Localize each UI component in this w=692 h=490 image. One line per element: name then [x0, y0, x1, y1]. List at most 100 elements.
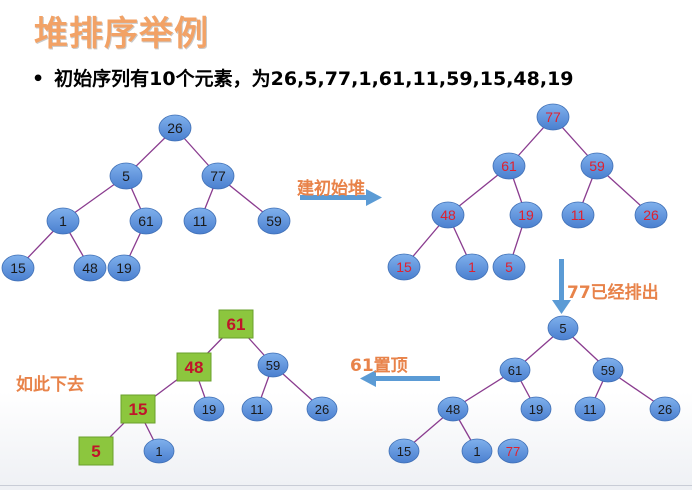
label-and-so-on: 如此下去 — [16, 375, 84, 395]
node-circle — [193, 396, 225, 422]
tree-node: 1 — [46, 207, 80, 235]
node-value: 1 — [155, 444, 162, 459]
node-circle — [257, 352, 289, 378]
tree-node: 61 — [492, 152, 526, 180]
arrow-build-heap — [300, 189, 382, 206]
node-circle — [183, 207, 217, 235]
node-value: 77 — [545, 109, 561, 125]
node-value: 61 — [138, 213, 154, 229]
tree-node: 1 — [455, 253, 489, 281]
tree-node: 26 — [306, 396, 338, 422]
node-circle — [580, 152, 614, 180]
node-circle — [455, 253, 489, 281]
node-circle — [461, 438, 493, 464]
tree-node: 26 — [158, 114, 192, 142]
node-value: 1 — [59, 213, 67, 229]
tree-node: 5 — [547, 315, 579, 341]
node-value: 5 — [122, 168, 130, 184]
tree-node: 5 — [109, 162, 143, 190]
tree-node: 5 — [492, 253, 526, 281]
node-value: 19 — [202, 402, 216, 417]
tree-node: 15 — [120, 394, 156, 424]
tree-node: 19 — [107, 254, 141, 282]
node-value: 59 — [266, 358, 280, 373]
node-value: 48 — [446, 402, 460, 417]
node-circle — [306, 396, 338, 422]
node-value: 15 — [129, 400, 148, 419]
bullet-text: • 初始序列有10个元素，为26,5,77,1,61,11,59,15,48,19 — [32, 64, 574, 91]
slide-title: 堆排序举例 — [34, 14, 209, 54]
node-value: 5 — [91, 442, 100, 461]
label-move-top: 77已经排出 — [567, 283, 659, 303]
node-circle — [46, 207, 80, 235]
highlight-box — [78, 436, 114, 466]
node-circle — [634, 201, 668, 229]
tree-node: 61 — [499, 357, 531, 383]
node-value: 26 — [315, 402, 329, 417]
node-value: 26 — [643, 207, 659, 223]
node-value: 77 — [506, 444, 520, 459]
node-circle — [143, 438, 175, 464]
tree-node: 1 — [461, 438, 493, 464]
node-value: 11 — [583, 402, 597, 417]
node-value: 15 — [397, 444, 411, 459]
node-value: 15 — [396, 259, 412, 275]
node-value: 59 — [266, 213, 282, 229]
node-value: 61 — [508, 363, 522, 378]
node-circle — [129, 207, 163, 235]
tree-node: 5 — [78, 436, 114, 466]
arrow-down — [552, 259, 571, 314]
tree-node: 19 — [509, 201, 543, 229]
node-value: 48 — [82, 260, 98, 276]
node-value: 61 — [227, 315, 246, 334]
tree-node: 11 — [183, 207, 217, 235]
node-value: 26 — [658, 402, 672, 417]
node-circle — [437, 396, 469, 422]
node-circle — [547, 315, 579, 341]
node-value: 5 — [505, 259, 513, 275]
node-value: 19 — [518, 207, 534, 223]
node-circle — [592, 357, 624, 383]
bottom-divider — [0, 485, 692, 486]
node-circle — [574, 396, 606, 422]
node-circle — [499, 357, 531, 383]
highlight-box — [120, 394, 156, 424]
node-circle — [649, 396, 681, 422]
tree-node: 77 — [536, 103, 570, 131]
node-value: 11 — [193, 213, 208, 229]
tree-node: 61 — [129, 207, 163, 235]
node-value: 11 — [571, 207, 586, 223]
node-circle — [492, 152, 526, 180]
tree-node: 48 — [73, 254, 107, 282]
node-circle — [492, 253, 526, 281]
bullet-dot-icon: • — [32, 68, 45, 90]
node-circle — [520, 396, 552, 422]
tree-node: 15 — [388, 438, 420, 464]
tree-node: 59 — [257, 207, 291, 235]
node-circle — [509, 201, 543, 229]
tree-node: 48 — [431, 201, 465, 229]
node-value: 19 — [529, 402, 543, 417]
tree-node: 15 — [1, 254, 35, 282]
bullet-content: 初始序列有10个元素，为26,5,77,1,61,11,59,15,48,19 — [54, 68, 574, 90]
sift-tree: 61 48 59 15 19 11 26 5 1 — [78, 309, 338, 466]
highlight-box — [176, 352, 212, 382]
tree-node: 59 — [257, 352, 289, 378]
after-swap-tree: 5 61 59 48 19 11 26 15 1 77 — [388, 315, 681, 464]
tree-node: 15 — [387, 253, 421, 281]
node-circle — [257, 207, 291, 235]
node-value: 48 — [185, 358, 204, 377]
tree-node: 11 — [574, 396, 606, 422]
tree-node: 59 — [592, 357, 624, 383]
node-circle — [388, 438, 420, 464]
node-circle — [241, 396, 273, 422]
node-circle — [561, 201, 595, 229]
node-circle — [201, 162, 235, 190]
tree-node: 61 — [218, 309, 254, 339]
node-circle — [387, 253, 421, 281]
tree-node: 48 — [437, 396, 469, 422]
node-value: 11 — [250, 402, 264, 417]
tree-node: 11 — [561, 201, 595, 229]
